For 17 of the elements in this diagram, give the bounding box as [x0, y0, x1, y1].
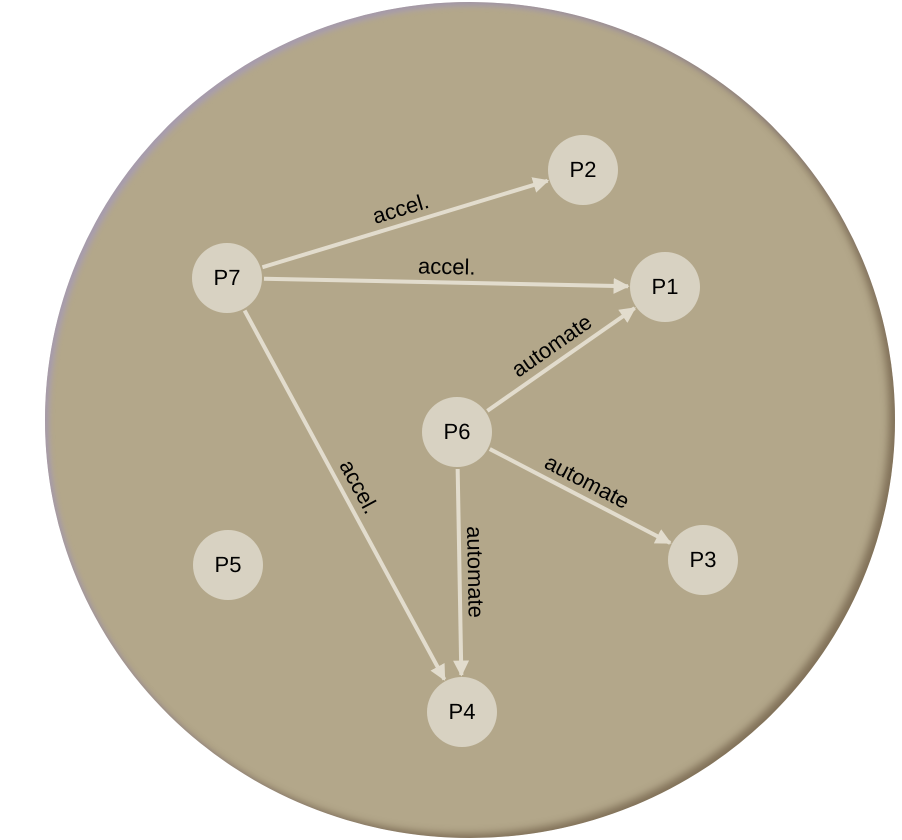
node-label: P3 [690, 547, 716, 573]
node-label: P2 [570, 157, 596, 183]
node-label: P6 [444, 419, 470, 445]
node-label: P4 [448, 699, 476, 725]
edge-label: automate [464, 526, 488, 618]
edge-label: accel. [418, 254, 476, 278]
arrow [242, 310, 446, 681]
arrow [488, 447, 672, 545]
arrow [486, 306, 636, 412]
node-label: P1 [652, 274, 678, 300]
arrow [262, 177, 550, 270]
node-label: P7 [214, 265, 240, 291]
edge-label: accel. [335, 456, 382, 518]
edge-label: accel. [370, 190, 432, 228]
arrow [453, 468, 470, 677]
arrow [264, 276, 630, 294]
node-label: P5 [214, 552, 242, 578]
